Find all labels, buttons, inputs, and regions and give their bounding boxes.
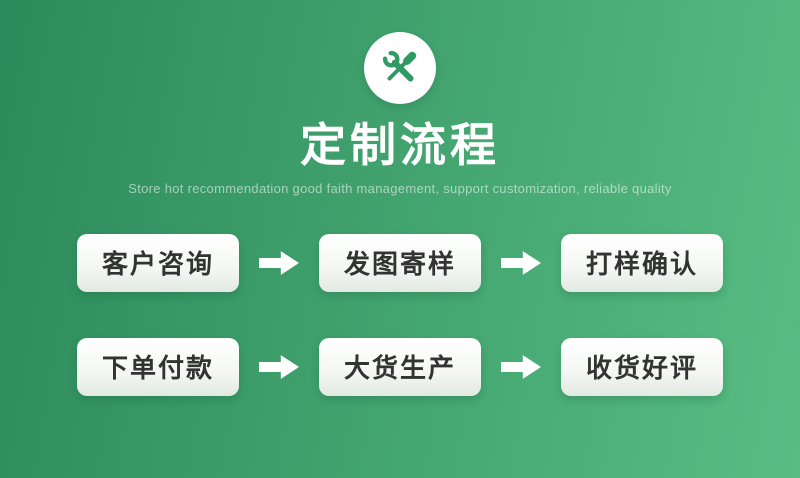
arrow-right-icon	[259, 250, 299, 275]
section-subtitle: Store hot recommendation good faith mana…	[128, 180, 672, 196]
step-send-picture-sample: 发图寄样	[319, 233, 481, 292]
step-order-payment: 下单付款	[77, 337, 239, 396]
process-flow: 客户咨询 发图寄样 打样确认 下单付款 大货生产 收货好评	[77, 233, 723, 396]
arrow-right-icon	[259, 354, 299, 379]
step-proof-confirmation: 打样确认	[561, 233, 723, 292]
section-title: 定制流程	[300, 119, 500, 171]
arrow-right-icon	[501, 250, 541, 275]
tools-icon	[379, 47, 421, 89]
step-receive-good-review: 收货好评	[561, 337, 723, 396]
flow-row-1: 客户咨询 发图寄样 打样确认	[77, 233, 723, 292]
flow-row-2: 下单付款 大货生产 收货好评	[77, 337, 723, 396]
step-bulk-production: 大货生产	[319, 337, 481, 396]
header-icon-circle	[364, 32, 436, 104]
arrow-right-icon	[501, 354, 541, 379]
step-customer-consultation: 客户咨询	[77, 233, 239, 292]
